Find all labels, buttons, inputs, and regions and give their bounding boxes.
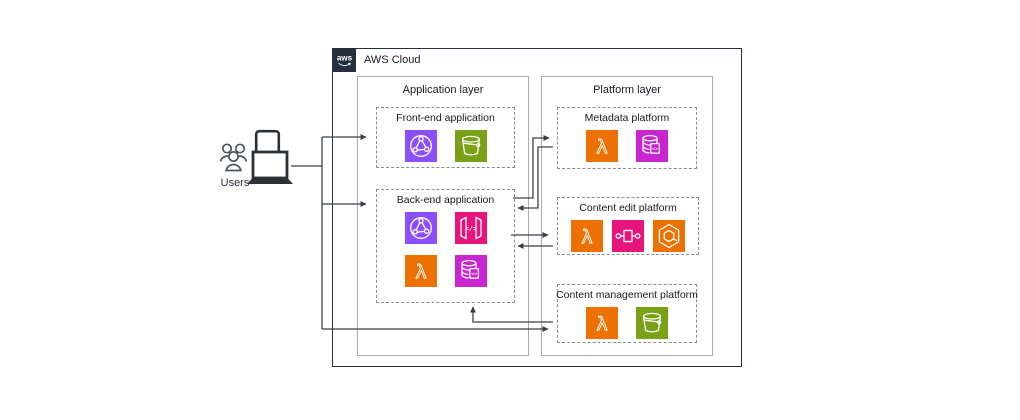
content-management-platform-title: Content management platform: [556, 289, 698, 301]
aws-cloud-box: aws AWS Cloud Application layer Front-en…: [332, 48, 742, 367]
platform-layer-title: Platform layer: [593, 84, 661, 96]
database-icon: <>: [454, 255, 487, 287]
front-end-application-title: Front-end application: [396, 112, 495, 124]
metadata-tiles: λ <>: [586, 130, 668, 162]
svg-text:λ: λ: [596, 136, 607, 158]
api-gateway-icon: </>: [454, 212, 487, 244]
svg-text:λ: λ: [596, 313, 607, 335]
s3-bucket-icon: [454, 130, 487, 162]
users-label: Users: [220, 177, 250, 189]
content-edit-platform-box: Content edit platform λ: [557, 197, 699, 255]
svg-text:λ: λ: [415, 261, 426, 283]
svg-text:λ: λ: [581, 226, 592, 248]
content-management-tiles: λ: [586, 307, 668, 339]
lambda-icon: λ: [404, 255, 437, 287]
cloudfront-globe-icon: [404, 130, 437, 162]
database-icon: <>: [636, 130, 668, 162]
s3-bucket-icon: [636, 307, 668, 339]
front-end-application-box: Front-end application: [376, 107, 515, 168]
aws-cloud-label: AWS Cloud: [364, 54, 421, 66]
metadata-platform-title: Metadata platform: [584, 112, 670, 124]
application-layer-box: Application layer Front-end application: [357, 76, 529, 356]
back-end-tiles-row1: </>: [404, 212, 487, 244]
back-end-application-box: Back-end application: [376, 189, 515, 303]
users-group-icon: [219, 143, 248, 172]
platform-layer-box: Platform layer Metadata platform λ: [541, 76, 713, 356]
content-management-platform-box: Content management platform λ: [556, 284, 698, 343]
laptop-icon: [247, 150, 293, 184]
step-functions-icon: [612, 220, 644, 252]
front-end-tiles: [404, 130, 487, 162]
lambda-icon: λ: [586, 130, 618, 162]
back-end-tiles-row2: λ <>: [404, 255, 487, 287]
lambda-icon: λ: [571, 220, 603, 252]
svg-text:<>: <>: [652, 146, 658, 152]
back-end-application-title: Back-end application: [396, 194, 495, 206]
svg-text:aws: aws: [337, 54, 353, 63]
content-edit-tiles: λ: [571, 220, 685, 252]
svg-text:</>: </>: [465, 225, 477, 233]
metadata-platform-box: Metadata platform λ: [557, 107, 697, 169]
application-layer-title: Application layer: [402, 84, 484, 96]
lambda-icon: λ: [586, 307, 618, 339]
ecs-hexagon-icon: [653, 220, 685, 252]
content-edit-platform-title: Content edit platform: [579, 202, 677, 214]
aws-logo-icon: aws: [333, 49, 356, 72]
svg-text:<>: <>: [471, 271, 477, 277]
cloudfront-globe-icon: [404, 212, 437, 244]
